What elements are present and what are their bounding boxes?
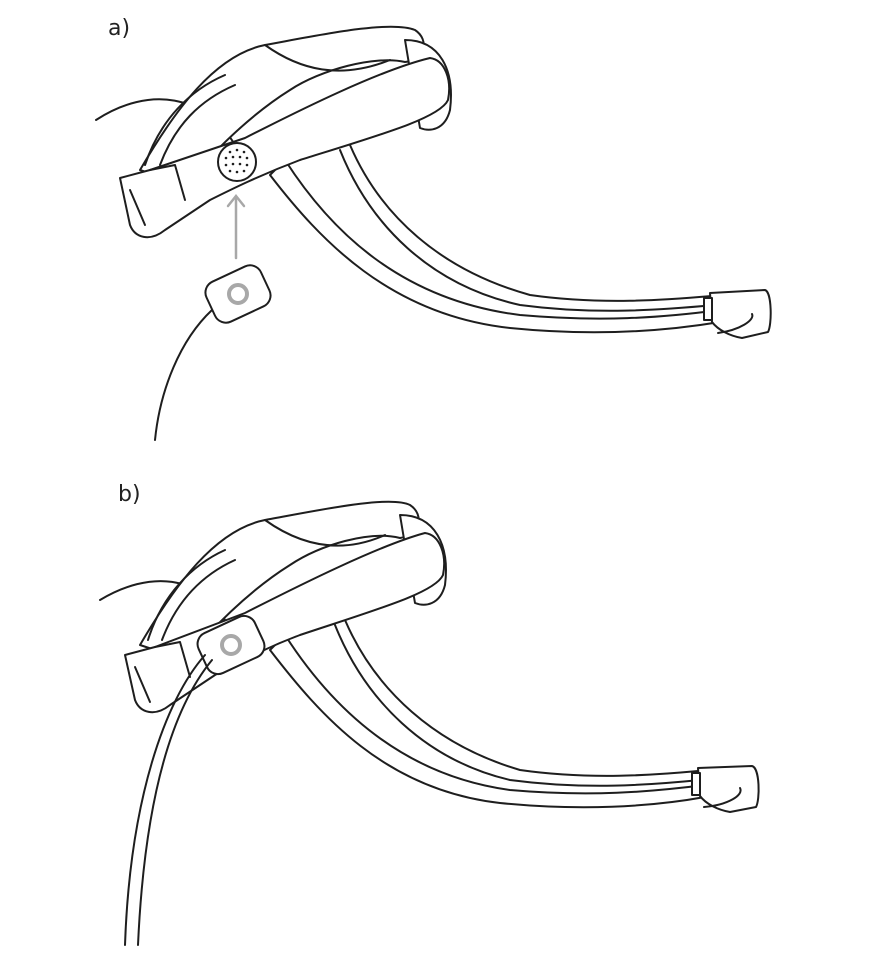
sensor-cable-b: [124, 654, 206, 946]
main-band-a: [119, 57, 450, 239]
end-latch-b: [691, 772, 701, 796]
headband-diagram-b: [99, 500, 760, 946]
sensor-clip-a: [204, 264, 272, 324]
panel-b-label: b): [118, 482, 141, 507]
arrow-up-icon: [226, 193, 246, 260]
sensor-cable-a: [154, 309, 213, 441]
top-strap-b: [139, 500, 420, 661]
rear-strap-a: [269, 159, 721, 334]
panel-b: b): [0, 470, 886, 980]
panel-a-label: a): [108, 16, 131, 41]
end-clip-a: [709, 289, 772, 339]
end-clip-b: [697, 765, 760, 813]
rear-strap-b: [269, 634, 706, 809]
speaker-grille-icon: [217, 142, 257, 182]
end-latch-a: [703, 297, 713, 321]
main-band-b: [124, 532, 445, 714]
panel-a: a): [0, 0, 886, 470]
headband-diagram-a: [95, 25, 772, 441]
